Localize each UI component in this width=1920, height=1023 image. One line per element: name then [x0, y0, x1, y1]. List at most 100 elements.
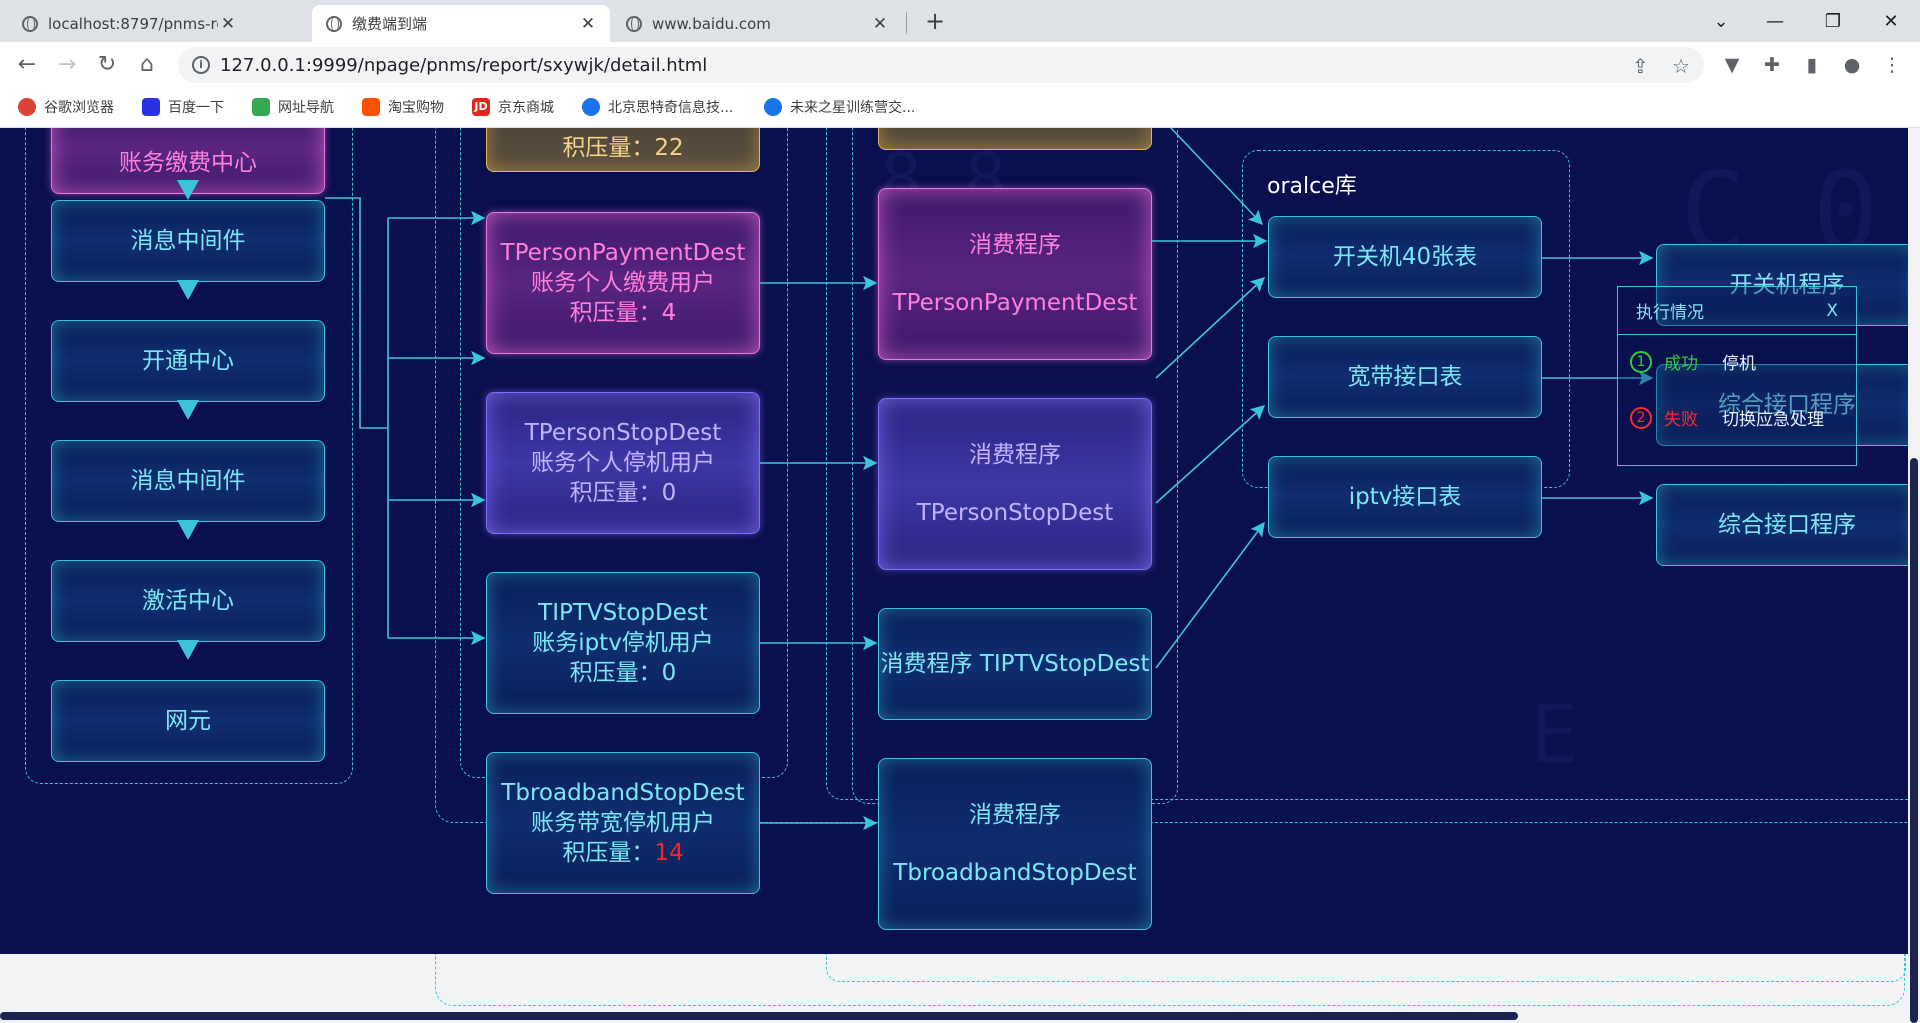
- arrow-down-icon: [177, 400, 199, 420]
- close-window-button[interactable]: ✕: [1883, 10, 1899, 32]
- node-message-middleware-1[interactable]: 消息中间件: [51, 200, 325, 282]
- program-label: 综合接口程序: [1718, 512, 1856, 538]
- bookmark-label: 未来之星训练营交...: [790, 100, 916, 116]
- tab-baidu[interactable]: www.baidu.com ✕: [612, 5, 902, 42]
- consumer-node-tiptvstopdest[interactable]: 消费程序 TIPTVStopDest: [878, 608, 1152, 720]
- consumer-label: 消费程序: [969, 442, 1061, 468]
- bookmark-label: 网址导航: [278, 100, 334, 116]
- close-icon[interactable]: ✕: [220, 13, 236, 34]
- scrollbar-thumb[interactable]: [1910, 458, 1918, 1023]
- background-decoration: E: [1530, 688, 1579, 781]
- queue-node-tpersonpaymentdest[interactable]: TPersonPaymentDest 账务个人缴费用户 积压量：4: [486, 212, 760, 354]
- status-desc: 停机: [1722, 354, 1756, 374]
- jd-icon: JD: [472, 98, 490, 116]
- puzzle-icon[interactable]: ✚: [1764, 54, 1780, 76]
- panel-close-button[interactable]: X: [1826, 300, 1838, 321]
- horizontal-scrollbar[interactable]: [0, 1010, 1908, 1021]
- vpn-extension-icon[interactable]: ▼: [1724, 54, 1740, 76]
- globe-icon: [626, 15, 642, 32]
- program-integrated-interface-1[interactable]: 综合接口程序: [1656, 364, 1908, 446]
- forward-icon[interactable]: →: [57, 52, 77, 77]
- scrollbar-thumb[interactable]: [0, 1012, 1518, 1020]
- info-icon[interactable]: i: [192, 56, 210, 74]
- queue-node-tpersonstopdest[interactable]: TPersonStopDest 账务个人停机用户 积压量：0: [486, 392, 760, 534]
- oracle-table-onoff[interactable]: 开关机40张表: [1268, 216, 1542, 298]
- consumer-label: 消费程序 TIPTVStopDest: [880, 651, 1150, 677]
- program-integrated-interface-2[interactable]: 综合接口程序: [1656, 484, 1908, 566]
- bookmark-sitech[interactable]: 北京思特奇信息技...: [582, 97, 733, 117]
- bookmarks-bar: 谷歌浏览器 百度一下 网址导航 淘宝购物 JD 京东商城 北京思特奇信息技...…: [0, 88, 1920, 128]
- share-icon[interactable]: ⇪: [1632, 54, 1649, 78]
- address-bar[interactable]: i 127.0.0.1:9999/npage/pnms/report/sxywj…: [178, 47, 1704, 83]
- oracle-table-broadband[interactable]: 宽带接口表: [1268, 336, 1542, 418]
- oracle-table-iptv[interactable]: iptv接口表: [1268, 456, 1542, 538]
- star-icon[interactable]: ☆: [1672, 54, 1690, 78]
- page-viewport: C 0 8 8 E oralce库 账务缴费中心 消息中间件 开通中心 消息中间…: [0, 128, 1908, 954]
- queue-desc: 账务iptv停机用户: [532, 630, 714, 656]
- consumer-node-0[interactable]: [878, 128, 1152, 150]
- nav-icon: [252, 98, 270, 116]
- step-badge: 2: [1630, 406, 1652, 429]
- close-icon[interactable]: ✕: [580, 13, 596, 34]
- menu-icon[interactable]: ⋮: [1882, 54, 1902, 76]
- side-panel-icon[interactable]: ▮: [1806, 54, 1818, 76]
- page-lower-area: [0, 954, 1908, 1010]
- node-network-element[interactable]: 网元: [51, 680, 325, 762]
- consumer-queue: TPersonStopDest: [916, 500, 1114, 526]
- tab-payment-e2e[interactable]: 缴费端到端 ✕: [312, 5, 610, 42]
- consumer-queue: TPersonPaymentDest: [892, 290, 1138, 316]
- url-text[interactable]: 127.0.0.1:9999/npage/pnms/report/sxywjk/…: [220, 55, 708, 76]
- tab-title: www.baidu.com: [652, 14, 771, 33]
- queue-node-tiptvstopdest[interactable]: TIPTVStopDest 账务iptv停机用户 积压量：0: [486, 572, 760, 714]
- panel-title: 执行情况: [1636, 303, 1704, 323]
- node-label: 消息中间件: [130, 468, 246, 494]
- tab-separator: [906, 12, 907, 34]
- bookmark-nav[interactable]: 网址导航: [252, 97, 334, 117]
- globe-icon: [22, 15, 38, 32]
- outer-dashed-frame-2-bottom: [826, 954, 1906, 982]
- home-icon[interactable]: ⌂: [140, 52, 154, 77]
- minimize-button[interactable]: —: [1766, 10, 1784, 32]
- program-label: 综合接口程序: [1718, 392, 1856, 418]
- tab-localhost[interactable]: localhost:8797/pnms-report-se ✕: [8, 5, 250, 42]
- node-activation-center[interactable]: 激活中心: [51, 560, 325, 642]
- node-provisioning-center[interactable]: 开通中心: [51, 320, 325, 402]
- bookmark-jd[interactable]: JD 京东商城: [472, 97, 554, 117]
- chrome-icon: [18, 98, 36, 116]
- bookmark-chrome[interactable]: 谷歌浏览器: [18, 97, 114, 117]
- status-desc: 切换应急处理: [1722, 410, 1824, 430]
- cloud-icon: [764, 98, 782, 116]
- node-label: 账务缴费中心: [119, 150, 257, 176]
- panel-header: 执行情况 X: [1618, 287, 1856, 335]
- group-business-chain: [25, 128, 353, 784]
- status-text: 成功: [1664, 354, 1698, 374]
- restore-button[interactable]: ❐: [1824, 10, 1842, 32]
- consumer-label: 消费程序: [969, 802, 1061, 828]
- bookmark-taobao[interactable]: 淘宝购物: [362, 97, 444, 117]
- tab-search-button[interactable]: ⌄: [1713, 10, 1729, 32]
- status-row-success: 1 成功 停机: [1630, 349, 1756, 374]
- node-label: 消息中间件: [130, 228, 246, 254]
- bookmark-baidu[interactable]: 百度一下: [142, 97, 224, 117]
- status-text: 失败: [1664, 410, 1698, 430]
- consumer-node-tbroadbandstopdest[interactable]: 消费程序 TbroadbandStopDest: [878, 758, 1152, 930]
- queue-backlog: 积压量：22: [562, 135, 684, 161]
- reload-icon[interactable]: ↻: [97, 52, 117, 77]
- queue-backlog: 积压量：14: [562, 840, 684, 866]
- back-icon[interactable]: ←: [17, 52, 37, 77]
- program-label: 开关机程序: [1729, 272, 1845, 298]
- node-message-middleware-2[interactable]: 消息中间件: [51, 440, 325, 522]
- step-badge: 1: [1630, 350, 1652, 373]
- profile-icon[interactable]: ●: [1843, 54, 1861, 76]
- new-tab-button[interactable]: +: [924, 7, 946, 35]
- consumer-node-tpersonpaymentdest[interactable]: 消费程序 TPersonPaymentDest: [878, 188, 1152, 360]
- program-onoff[interactable]: 开关机程序: [1656, 244, 1908, 326]
- vertical-scrollbar[interactable]: [1908, 128, 1920, 1023]
- consumer-node-tpersonstopdest[interactable]: 消费程序 TPersonStopDest: [878, 398, 1152, 570]
- queue-node-0[interactable]: 积压量：22: [486, 128, 760, 172]
- queue-node-tbroadbandstopdest[interactable]: TbroadbandStopDest 账务带宽停机用户 积压量：14: [486, 752, 760, 894]
- close-icon[interactable]: ✕: [872, 13, 888, 34]
- bookmark-future-star[interactable]: 未来之星训练营交...: [764, 97, 915, 117]
- cloud-icon: [582, 98, 600, 116]
- browser-toolbar: ← → ↻ ⌂ i 127.0.0.1:9999/npage/pnms/repo…: [0, 42, 1920, 88]
